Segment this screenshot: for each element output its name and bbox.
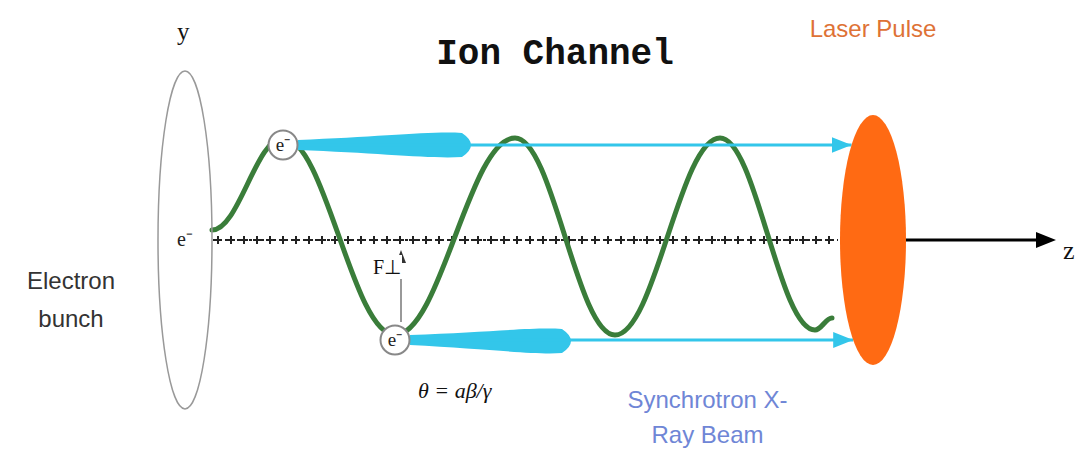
- diagram-title: Ion Channel: [380, 34, 730, 75]
- z-axis: [904, 239, 1040, 242]
- electron-symbol: e⁻: [276, 135, 290, 154]
- ion-plus-signs: [214, 236, 833, 244]
- electron-bunch: e⁻: [157, 70, 213, 410]
- bunch-label: Electron bunch: [6, 262, 136, 338]
- electron: e⁻: [379, 324, 411, 356]
- axis-label: y: [177, 18, 190, 46]
- ion-axis: [213, 239, 838, 241]
- electron-symbol: e⁻: [388, 330, 402, 349]
- electron: e⁻: [267, 129, 299, 161]
- angle-formula: θ = aβ/γ: [418, 378, 491, 404]
- laser-pulse-outline: [840, 115, 906, 365]
- z-axis-head: [1036, 232, 1056, 248]
- synchrotron-ray: [299, 144, 852, 147]
- laser-pulse: Laser Pulse: [840, 115, 906, 365]
- beam-label: Synchrotron X-Ray Beam: [620, 382, 795, 452]
- force-label: F⊥: [372, 255, 402, 279]
- trajectory-wave: [212, 138, 832, 335]
- synchrotron-ray: [411, 339, 853, 342]
- axis-label: z: [1063, 236, 1075, 266]
- laser-label: Laser Pulse: [770, 15, 976, 43]
- electron-symbol: e⁻: [177, 229, 193, 249]
